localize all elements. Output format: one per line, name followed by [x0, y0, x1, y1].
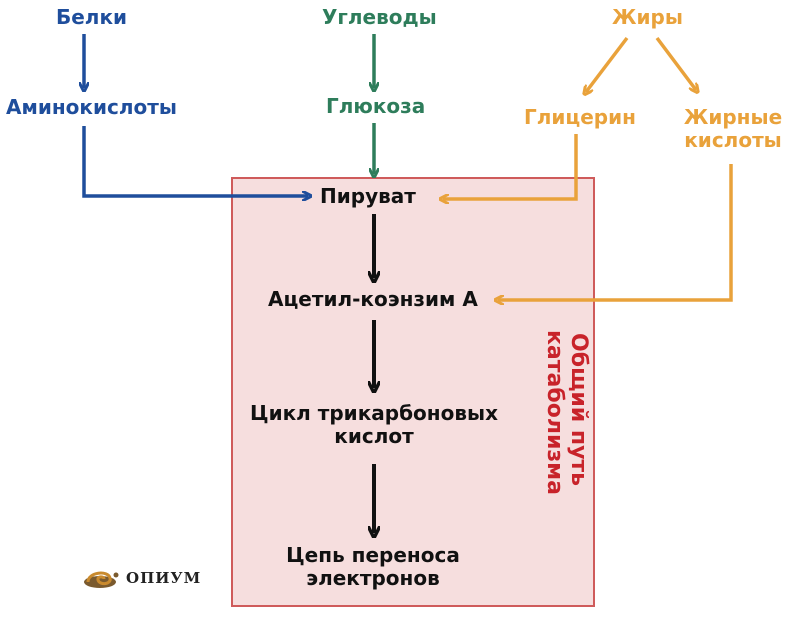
- node-fats: Жиры: [612, 5, 683, 29]
- node-carbohydrates: Углеводы: [322, 5, 437, 29]
- node-aminoacids: Аминокислоты: [6, 95, 177, 119]
- node-electron-transport-chain: Цепь переноса электронов: [286, 543, 460, 590]
- node-proteins: Белки: [56, 5, 128, 29]
- arrow-aminoacids-to-pyruvate: [82, 126, 308, 196]
- node-glucose: Глюкоза: [326, 94, 426, 118]
- arrow-glycerin-to-pyruvate: [443, 134, 578, 199]
- opium-logo: ОПИУМ: [82, 566, 201, 590]
- node-krebs-cycle: Цикл трикарбоновых кислот: [250, 401, 498, 448]
- node-pyruvate: Пируват: [320, 184, 416, 208]
- node-glycerin: Глицерин: [524, 105, 636, 129]
- snail-icon: [84, 571, 119, 588]
- common-catabolism-box: [231, 177, 595, 607]
- node-acetyl-coa: Ацетил-коэнзим А: [268, 287, 478, 311]
- node-fatty-acids: Жирные кислоты: [683, 105, 783, 152]
- arrow-fats-to-glycerin: [586, 36, 629, 92]
- arrow-fattyacids-to-acetylcoa: [498, 164, 733, 300]
- common-catabolism-label: Общий путь катаболизма: [541, 330, 591, 495]
- logo-text: ОПИУМ: [126, 569, 202, 587]
- arrow-fats-to-fattyacids: [655, 36, 696, 90]
